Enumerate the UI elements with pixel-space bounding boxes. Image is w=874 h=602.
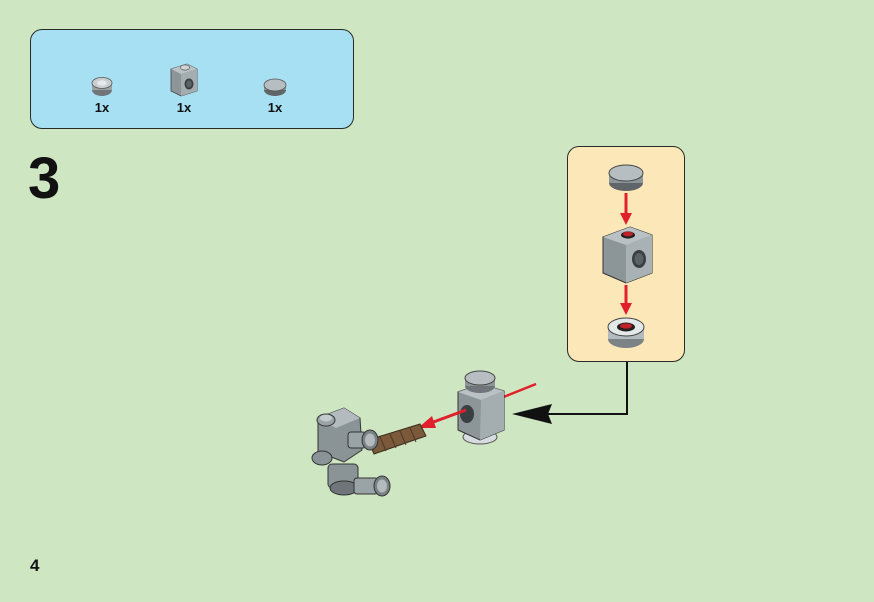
part-quantity: 1x: [94, 100, 110, 115]
sub-assembly-diagram: [602, 164, 653, 348]
brick-with-hole-icon: [602, 226, 653, 284]
sub-assembly-pointer-arrow: [512, 362, 628, 424]
step-number: 3: [28, 146, 61, 211]
arrow-left-icon: [418, 408, 467, 428]
part-quantity: 1x: [176, 100, 192, 115]
round-tile-icon: [608, 164, 644, 191]
brick-with-hole-icon: [170, 63, 198, 97]
parts-list: 1x 1x 1x: [30, 29, 354, 129]
gray-hub-assembly: [311, 407, 391, 497]
assembled-brick-unit: [457, 370, 505, 445]
arrow-down-icon: [620, 193, 632, 225]
part-quantity: 1x: [267, 100, 283, 115]
round-tile-icon: [263, 78, 287, 96]
round-plate-icon: [607, 317, 645, 348]
sub-assembly-callout: [567, 146, 685, 362]
arrow-down-icon: [620, 285, 632, 315]
part-slot-brick-with-hole: 1x: [159, 48, 209, 114]
page-number: 4: [30, 556, 40, 575]
round-plate-icon: [91, 77, 113, 96]
part-slot-round-tile: 1x: [250, 48, 300, 114]
part-slot-round-plate: 1x: [77, 48, 127, 114]
